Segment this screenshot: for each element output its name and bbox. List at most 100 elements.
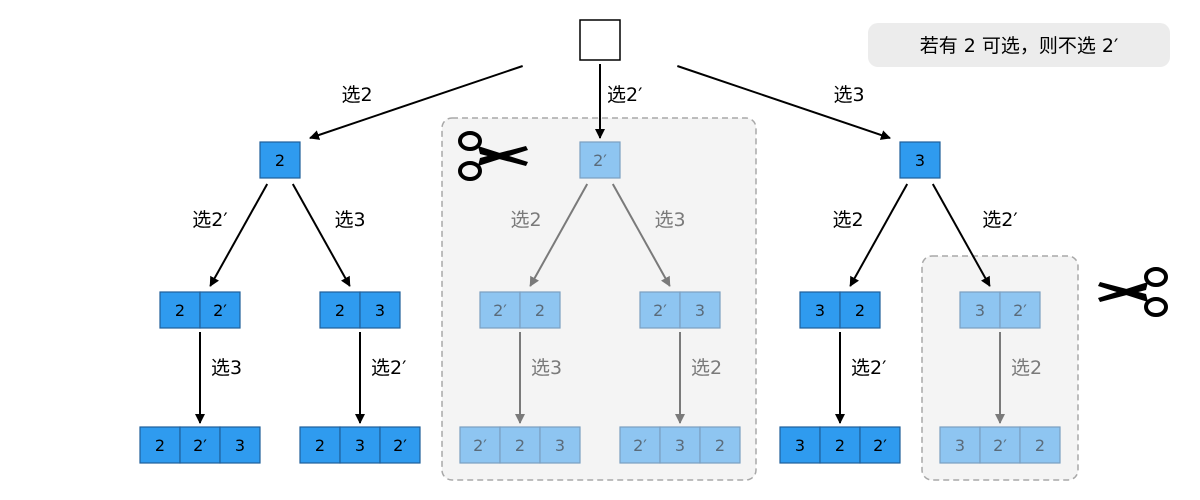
edge-label: 选3	[833, 84, 864, 106]
edge-root-n3	[677, 65, 891, 140]
node-cell	[499, 426, 541, 464]
tree-node: 2	[259, 141, 301, 179]
node-cell-label: 2′	[1013, 301, 1027, 320]
tree-node: 3 2′	[959, 291, 1041, 329]
node-cell	[639, 291, 681, 329]
edge-n3-n3_2p	[931, 183, 991, 287]
node-cell-label: 2	[175, 301, 185, 320]
node-cell-label: 2	[155, 436, 165, 455]
node-cell	[859, 426, 901, 464]
node-cell	[799, 291, 841, 329]
node-cell-label: 2	[335, 301, 345, 320]
tree-node: 2′ 2	[479, 291, 561, 329]
edge-label: 选3	[334, 209, 365, 231]
node-cell	[299, 426, 341, 464]
node-cell	[259, 141, 301, 179]
node-cell	[959, 291, 1001, 329]
edges-layer: 选2 选2′ 选3 选2′ 选3 选2 选3 选2 选2′ 选3 选2′ 选3 选2 选2′ 选2	[192, 64, 1042, 424]
node-cell-label: 3	[555, 436, 565, 455]
node-cell	[579, 141, 621, 179]
edge-n2p-n2p_2	[529, 183, 589, 287]
edge-label: 选2	[510, 209, 541, 231]
node-cell-label: 2′	[653, 301, 667, 320]
edge-label: 选2	[832, 209, 863, 231]
edge-n2p-n2p_3	[611, 183, 671, 287]
node-cell-label: 2	[1035, 436, 1045, 455]
node-cell-label: 2′	[393, 436, 407, 455]
node-cell-label: 3	[235, 436, 245, 455]
node-cell-label: 2	[275, 151, 285, 170]
node-cell-label: 3	[795, 436, 805, 455]
node-cell-label: 2	[835, 436, 845, 455]
tree-node: 2 2′	[159, 291, 241, 329]
node-cell	[459, 426, 501, 464]
tree-node: 2 2′ 3	[139, 426, 261, 464]
edge-root-n2	[309, 65, 523, 140]
node-cell-label: 2′	[473, 436, 487, 455]
node-cell-label: 3	[675, 436, 685, 455]
tree-node: 3 2 2′	[779, 426, 901, 464]
node-cell	[359, 291, 401, 329]
node-cell	[679, 291, 721, 329]
scissors-icon	[1098, 267, 1168, 317]
node-cell-label: 2′	[993, 436, 1007, 455]
node-cell	[479, 291, 521, 329]
node-cell-label: 3	[915, 151, 925, 170]
edge-label: 选2′	[982, 209, 1017, 231]
edge-n3-n3_2	[849, 183, 909, 287]
tree-node: 2′	[579, 141, 621, 179]
root-node-box	[579, 19, 621, 61]
node-cell-label: 2′	[873, 436, 887, 455]
node-cell	[179, 426, 221, 464]
tree-node: 2′ 2 3	[459, 426, 581, 464]
note-text: 若有 2 可选，则不选 2′	[920, 35, 1119, 57]
node-cell	[899, 141, 941, 179]
node-cell-label: 3	[955, 436, 965, 455]
scissors-icon	[458, 131, 528, 181]
edge-label: 选2′	[192, 209, 227, 231]
node-cell-label: 3	[975, 301, 985, 320]
edge-label: 选2	[1011, 357, 1042, 379]
node-cell	[199, 291, 241, 329]
edge-label: 选2′	[607, 84, 642, 106]
node-cell-label: 2′	[593, 151, 607, 170]
edge-label: 选2′	[851, 357, 886, 379]
node-cell	[379, 426, 421, 464]
node-cell-label: 2	[535, 301, 545, 320]
node-cell	[1019, 426, 1061, 464]
node-cell-label: 3	[815, 301, 825, 320]
tree-node: 3 2′ 2	[939, 426, 1061, 464]
edge-label: 选3	[531, 357, 562, 379]
edge-label: 选2′	[371, 357, 406, 379]
node-cell-label: 3	[355, 436, 365, 455]
node-cell	[219, 426, 261, 464]
note-box: 若有 2 可选，则不选 2′	[868, 23, 1170, 67]
node-cell-label: 2′	[493, 301, 507, 320]
tree-node: 3	[899, 141, 941, 179]
root-node	[579, 19, 621, 61]
node-cell	[819, 426, 861, 464]
edge-label: 选2	[341, 84, 372, 106]
node-cell	[319, 291, 361, 329]
node-cell-label: 2	[855, 301, 865, 320]
node-cell-label: 2	[315, 436, 325, 455]
node-cell	[539, 426, 581, 464]
edge-n2-n2_2p	[209, 183, 269, 287]
node-cell-label: 2′	[193, 436, 207, 455]
node-cell-label: 2′	[213, 301, 227, 320]
node-cell	[159, 291, 201, 329]
node-cell-label: 2	[515, 436, 525, 455]
edge-label: 选3	[211, 357, 242, 379]
node-cell-label: 2′	[633, 436, 647, 455]
tree-node: 2′3	[639, 291, 721, 329]
edge-label: 选2	[691, 357, 722, 379]
edge-n2-n2_3	[291, 183, 351, 287]
node-cell	[699, 426, 741, 464]
edge-label: 选3	[654, 209, 685, 231]
node-cell	[139, 426, 181, 464]
